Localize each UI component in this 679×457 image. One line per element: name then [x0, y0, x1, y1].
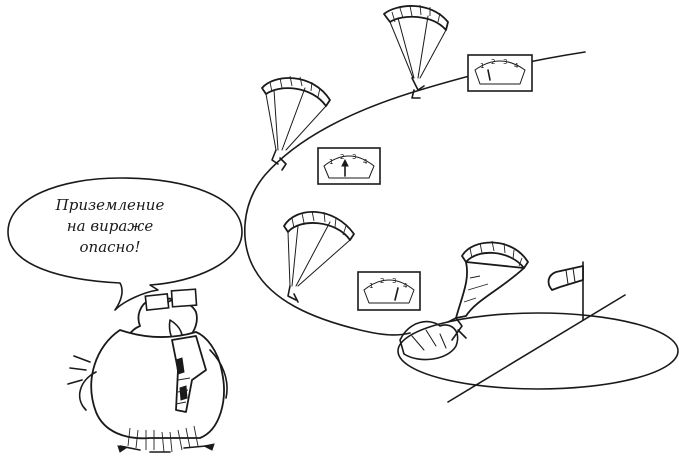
- landing-scribble: [399, 320, 459, 361]
- gauge-1-digit-1: 1: [480, 62, 484, 70]
- paraglider-mid-left: [283, 210, 355, 303]
- paraglider-upper-left: [261, 75, 331, 171]
- windsock: [547, 261, 584, 321]
- gauge-3-digit-4: 4: [403, 282, 408, 290]
- vario-gauge-2: 1 2 3 4: [317, 147, 381, 185]
- gauge-3-digit-3: 3: [392, 277, 396, 285]
- bird-character: [67, 288, 228, 453]
- speech-line-3: опасно!: [79, 238, 141, 256]
- gauge-3-digit-2: 2: [380, 277, 384, 285]
- speech-line-1: Приземление: [55, 196, 165, 214]
- gauge-2-digit-4: 4: [363, 158, 368, 166]
- gauge-1-digit-2: 2: [491, 58, 495, 66]
- landing-zone: [397, 312, 679, 390]
- gauge-2-digit-1: 1: [329, 158, 333, 166]
- gauge-2-digit-3: 3: [352, 153, 356, 161]
- ground-line: [447, 294, 626, 403]
- vario-gauge-1: 1 2 3 4: [467, 54, 533, 92]
- speech-bubble: [7, 177, 243, 311]
- paraglider-top: [383, 4, 449, 99]
- speech-line-2: на вираже: [66, 217, 154, 235]
- paraglider-landing: [447, 240, 529, 341]
- gauge-3-digit-1: 1: [369, 282, 373, 290]
- gauge-1-digit-3: 3: [503, 58, 507, 66]
- gauge-1-digit-4: 4: [514, 62, 519, 70]
- gauge-2-digit-2: 2: [340, 153, 344, 161]
- speech-bubble-text: Приземление на вираже опасно!: [30, 195, 190, 258]
- flight-path: [243, 51, 586, 336]
- vario-gauge-3: 1 2 3 4: [357, 271, 421, 311]
